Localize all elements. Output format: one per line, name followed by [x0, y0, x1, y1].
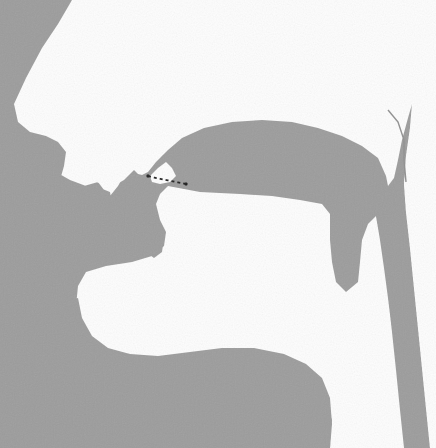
vocal-tract-diagram	[0, 0, 436, 448]
grain-overlay	[0, 0, 436, 448]
vocal-tract-svg	[0, 0, 436, 448]
